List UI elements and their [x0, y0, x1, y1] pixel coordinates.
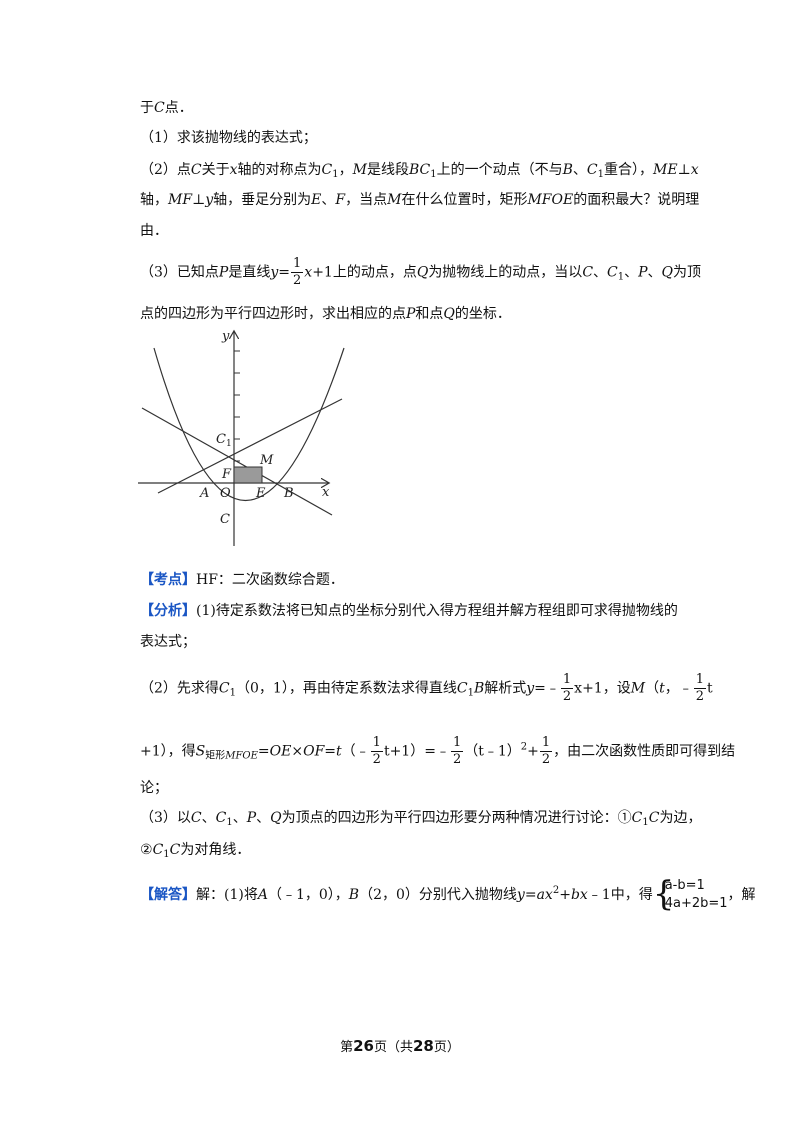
text-line: 于C点． — [140, 100, 193, 116]
question-2-line-2: 轴，MF⊥y轴，垂足分别为E、F，当点M在什么位置时，矩形MFOE的面积最大？说… — [140, 192, 700, 208]
question-3-line-2: 点的四边形为平行四边形时，求出相应的点P和点Q的坐标． — [140, 306, 511, 322]
rectangle-mfoe — [233, 466, 263, 484]
fenxi-line-1: 【分析】(1)待定系数法将已知点的坐标分别代入得方程组并解方程组即可求得抛物线的 — [140, 603, 678, 619]
label-b: B — [283, 486, 294, 501]
label-x: x — [322, 485, 330, 500]
y-ticks — [234, 350, 240, 462]
label-c1: C1 — [216, 432, 232, 449]
label-m: M — [259, 453, 274, 468]
question-1: （1）求该抛物线的表达式； — [140, 130, 317, 146]
page-footer: 第26页（共28页） — [340, 1037, 460, 1055]
label-f: F — [221, 467, 232, 482]
fenxi-line-7: ②C1C为对角线． — [140, 842, 251, 860]
label-y: y — [221, 329, 230, 344]
line-c1b — [141, 407, 333, 516]
jieda-line: 【解答】解：(1)将A（﹣1，0），B（2，0）分别代入抛物线y=ax2+bx﹣… — [140, 874, 756, 914]
fenxi-line-5: 论； — [140, 780, 168, 796]
label-a: A — [199, 486, 209, 501]
label-o: O — [220, 486, 231, 501]
fenxi-line-2: 表达式； — [140, 634, 196, 650]
line-p — [157, 398, 343, 494]
parabola-figure: y x C1 M F A O E B C — [138, 329, 345, 546]
question-2-line-3: 由． — [140, 223, 168, 239]
kaodian-line: 【考点】HF：二次函数综合题． — [140, 572, 344, 588]
fenxi-line-6: （3）以C、C1、P、Q为顶点的四边形为平行四边形要分两种情况进行讨论：①C1C… — [140, 810, 702, 828]
label-e: E — [255, 486, 266, 501]
parabola-curve — [153, 347, 345, 501]
question-2-line-1: （2）点C关于x轴的对称点为C1，M是线段BC1上的一个动点（不与B、C1重合）… — [140, 162, 699, 180]
label-c: C — [220, 512, 230, 527]
